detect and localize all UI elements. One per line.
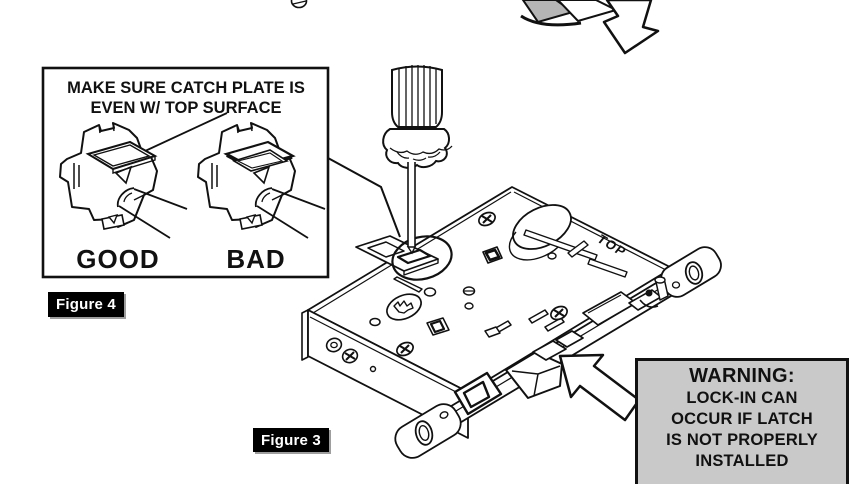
stop-works [523, 229, 628, 278]
cylinder-hole [508, 204, 572, 261]
figure4-label-text: Figure 4 [56, 296, 116, 313]
front-screw-holes [325, 337, 377, 373]
figure4-label: Figure 4 [48, 292, 124, 317]
warning-line-1: LOCK-IN CAN [686, 389, 798, 407]
good-hub-illustration [59, 122, 188, 239]
spindle-hub [386, 293, 422, 321]
warning-title: WARNING: [689, 365, 795, 387]
callout-line1: MAKE SURE CATCH PLATE IS [67, 79, 305, 97]
bad-label: BAD [226, 244, 285, 274]
screw-icon [478, 211, 496, 227]
callout-leader-line [327, 157, 401, 238]
screw-icon [550, 305, 568, 321]
warning-line-4: INSTALLED [695, 452, 789, 470]
callout-box: MAKE SURE CATCH PLATE IS EVEN W/ TOP SUR… [41, 66, 330, 279]
callout-line2: EVEN W/ TOP SURFACE [90, 99, 281, 117]
latch-housing [453, 371, 503, 416]
warning-line-3: IS NOT PROPERLY [666, 431, 818, 449]
screwdriver [382, 65, 453, 255]
screwdriver-grip-collar [382, 128, 450, 169]
latch-bolt [505, 330, 584, 399]
deadbolt-hub [482, 246, 503, 264]
deadbolt-linkage [639, 276, 669, 308]
down-arrow-icon [602, 0, 660, 55]
cutoff-illustration-top [290, 0, 660, 55]
faceplate-ear-bottom [394, 403, 462, 459]
highlight-circle [391, 235, 453, 281]
screw-icon [396, 341, 414, 357]
catch-plate [355, 235, 439, 276]
latch-pointer-arrow-icon [558, 353, 641, 422]
warning-line-2: OCCUR IF LATCH [671, 410, 813, 428]
good-label: GOOD [76, 244, 159, 274]
figure3-label: Figure 3 [253, 428, 329, 452]
figure3-label-text: Figure 3 [261, 431, 321, 449]
bad-hub-illustration [197, 122, 326, 239]
mortise-lock-body: TOP [301, 186, 722, 459]
warning-box: WARNING: LOCK-IN CAN OCCUR IF LATCH IS N… [635, 358, 849, 484]
screwdriver-tip [406, 246, 417, 255]
